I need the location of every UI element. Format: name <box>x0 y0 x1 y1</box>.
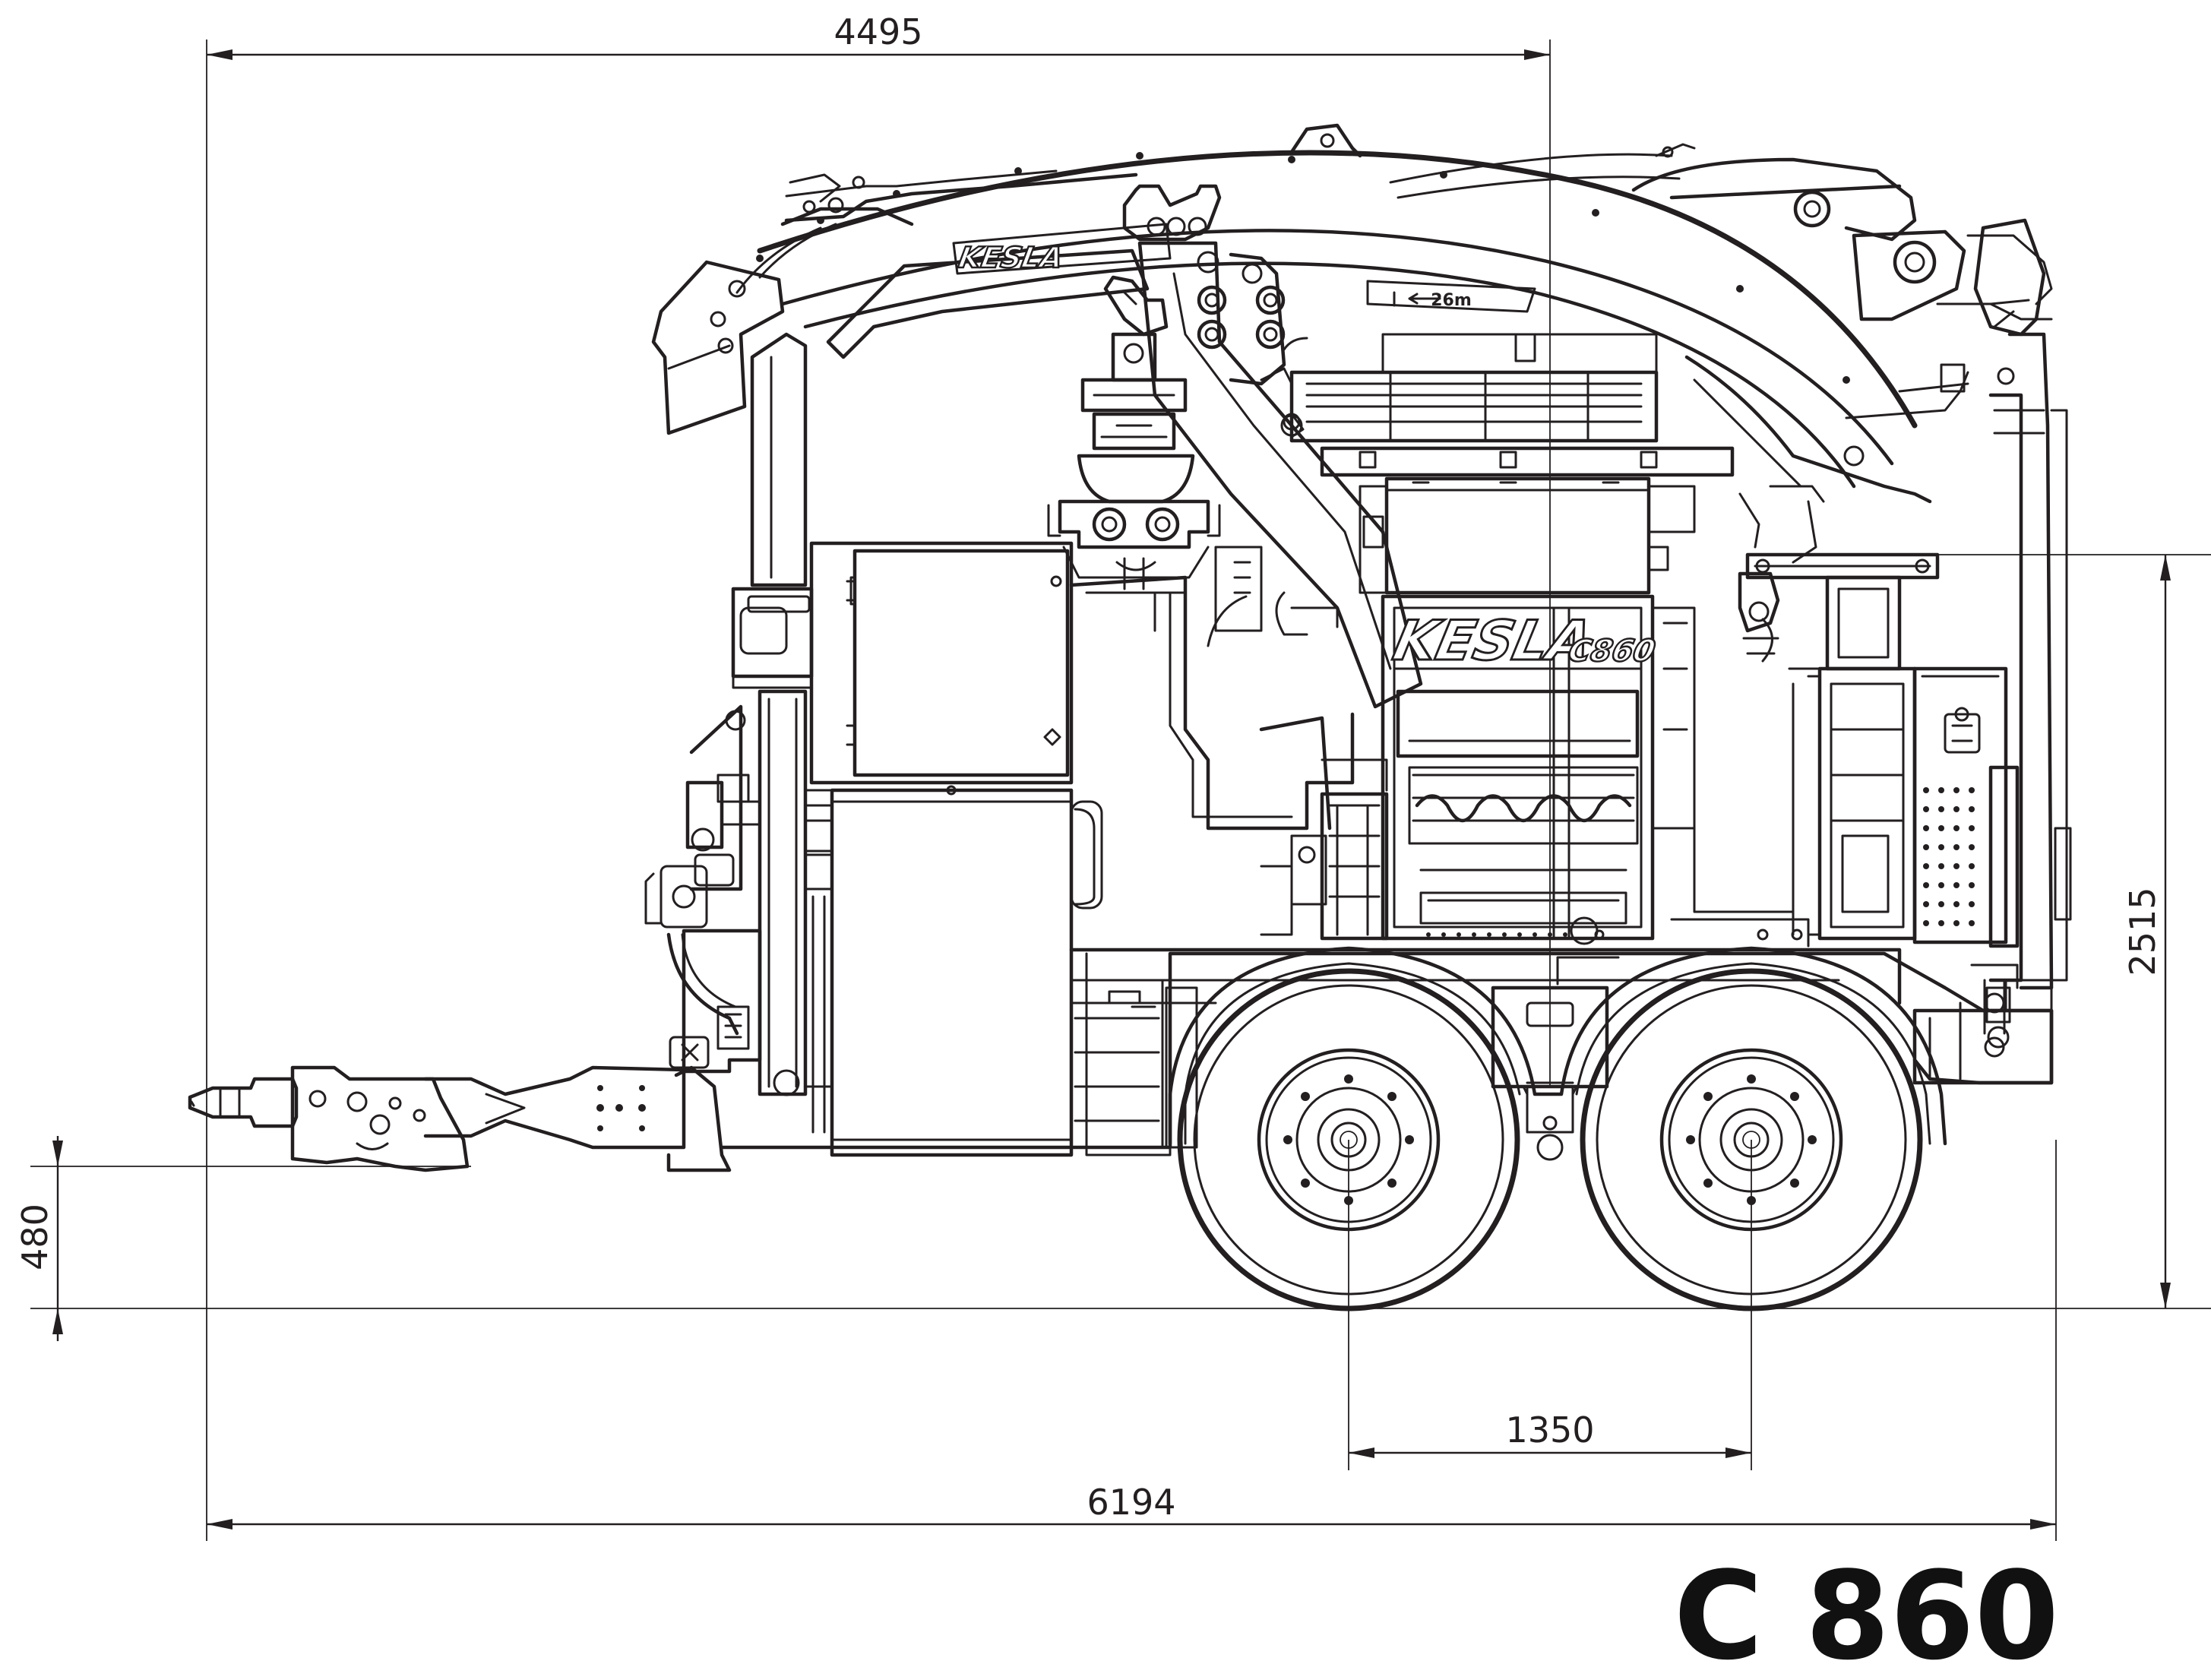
dimension-total-length-label: 6194 <box>1087 1482 1175 1523</box>
boom: KESLA 26m <box>651 123 2053 709</box>
model-title: C 860 <box>1674 1545 2059 1680</box>
front-hydraulic-unit <box>644 704 762 1074</box>
crane-column <box>1069 546 1355 831</box>
dimension-crane-length-label: 4495 <box>833 11 922 52</box>
grapple <box>1047 275 1221 579</box>
chassis <box>720 948 2054 1156</box>
boom-reach-label: 26m <box>1431 291 1472 310</box>
brand-suffix: C860 <box>1565 632 1659 668</box>
fenders <box>1168 946 1947 1161</box>
control-cabinet <box>731 541 1103 1157</box>
perforated-grid <box>1923 787 1975 926</box>
drawbar <box>188 1036 732 1172</box>
dimension-total-height-label: 2515 <box>2122 887 2163 976</box>
wheel-rear <box>1580 968 1923 1311</box>
wheel-front <box>1177 968 1520 1311</box>
upper-structure: KESLA C860 <box>1260 333 1810 948</box>
perforation-row <box>1426 932 1567 937</box>
dimension-lines: 4495 6194 1350 480 2515 <box>14 11 2211 1541</box>
dimension-drawbar-height-label: 480 <box>14 1204 55 1270</box>
brand-label: KESLA <box>1388 609 1598 673</box>
boom-brand-label: KESLA <box>956 241 1065 275</box>
dimension-axle-spacing-label: 1350 <box>1505 1409 1594 1451</box>
rear-unit <box>1684 218 2072 1080</box>
